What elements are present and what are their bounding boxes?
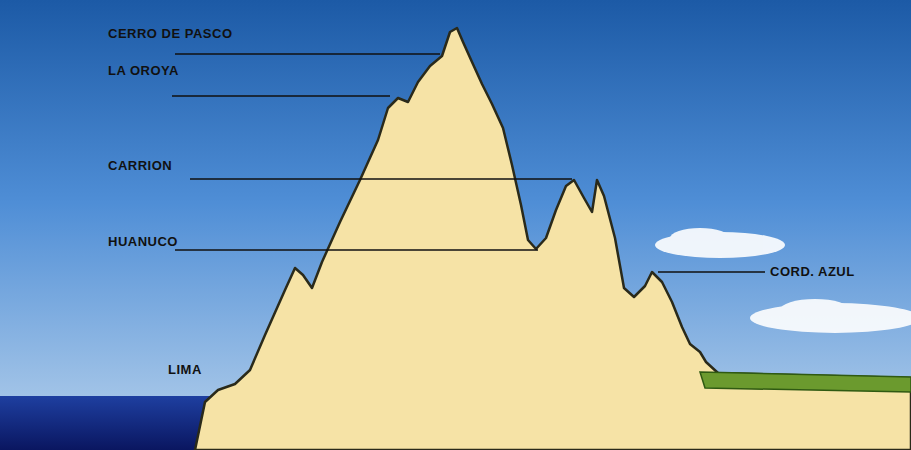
ocean (0, 396, 215, 450)
place-label: CORD. AZUL (770, 264, 855, 279)
clouds (655, 228, 911, 333)
place-label: CARRION (108, 158, 172, 173)
place-label: LIMA (168, 362, 202, 377)
mountain-range (195, 28, 911, 450)
place-label: CERRO DE PASCO (108, 26, 233, 41)
place-label: HUANUCO (108, 234, 178, 249)
place-label: LA OROYA (108, 63, 179, 78)
leader-lines (172, 54, 765, 272)
jungle-strip (700, 372, 911, 392)
